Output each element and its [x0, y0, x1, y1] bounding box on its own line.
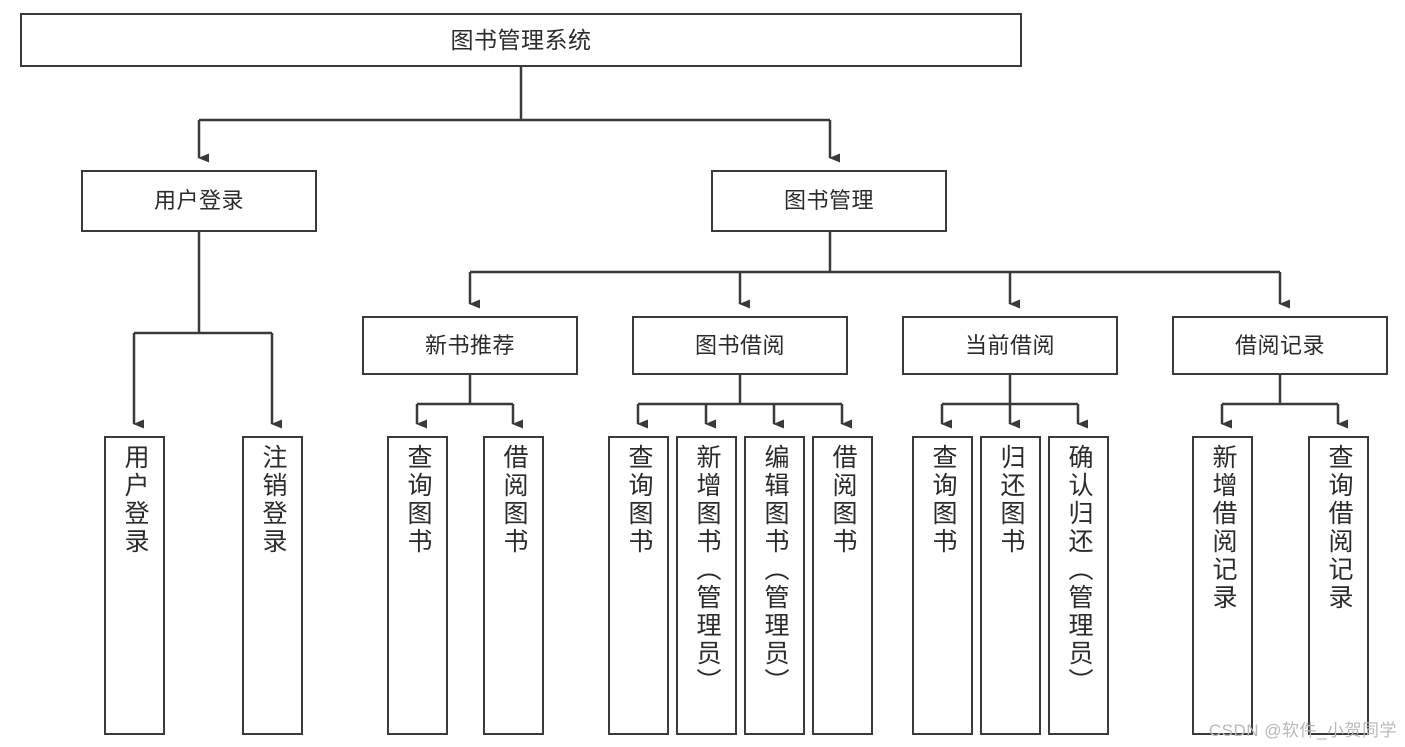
node-current-borrow[interactable]: 当前借阅	[902, 316, 1118, 375]
node-leaf-borrow-edit-label: 编辑图书（管理员）	[761, 444, 789, 696]
node-leaf-borrow-book[interactable]: 借阅图书	[812, 436, 873, 735]
node-leaf-newbook-borrow[interactable]: 借阅图书	[483, 436, 544, 735]
node-leaf-borrow-add[interactable]: 新增图书（管理员）	[676, 436, 737, 735]
node-leaf-record-query[interactable]: 查询借阅记录	[1308, 436, 1369, 735]
node-leaf-user-login-label: 用户登录	[121, 444, 149, 556]
node-leaf-current-confirm-return-label: 确认归还（管理员）	[1065, 444, 1093, 696]
node-current-borrow-label: 当前借阅	[964, 332, 1055, 358]
node-leaf-current-query[interactable]: 查询图书	[912, 436, 973, 735]
csdn-watermark: CSDN @软件_小贺同学	[1208, 721, 1397, 740]
node-book-manage-label: 图书管理	[783, 188, 874, 214]
node-root-system[interactable]: 图书管理系统	[20, 13, 1022, 67]
node-new-book-recommend-label: 新书推荐	[424, 332, 515, 358]
node-leaf-borrow-query[interactable]: 查询图书	[608, 436, 669, 735]
node-leaf-borrow-add-label: 新增图书（管理员）	[693, 444, 721, 696]
node-leaf-newbook-borrow-label: 借阅图书	[500, 444, 528, 556]
node-leaf-user-login[interactable]: 用户登录	[104, 436, 165, 735]
node-leaf-record-add-label: 新增借阅记录	[1209, 444, 1237, 612]
node-root-system-label: 图书管理系统	[450, 26, 592, 53]
node-leaf-current-query-label: 查询图书	[929, 444, 957, 556]
node-leaf-current-confirm-return[interactable]: 确认归还（管理员）	[1048, 436, 1109, 735]
node-borrow-record[interactable]: 借阅记录	[1172, 316, 1388, 375]
node-book-manage[interactable]: 图书管理	[711, 170, 947, 232]
node-borrow-record-label: 借阅记录	[1234, 332, 1325, 358]
node-leaf-current-return[interactable]: 归还图书	[980, 436, 1041, 735]
node-leaf-newbook-query-label: 查询图书	[404, 444, 432, 556]
node-leaf-current-return-label: 归还图书	[997, 444, 1025, 556]
node-leaf-logout-label: 注销登录	[259, 444, 287, 556]
node-leaf-record-add[interactable]: 新增借阅记录	[1192, 436, 1253, 735]
node-book-borrow[interactable]: 图书借阅	[632, 316, 848, 375]
node-leaf-logout[interactable]: 注销登录	[242, 436, 303, 735]
node-new-book-recommend[interactable]: 新书推荐	[362, 316, 578, 375]
node-book-borrow-label: 图书借阅	[694, 332, 785, 358]
node-leaf-newbook-query[interactable]: 查询图书	[387, 436, 448, 735]
node-leaf-borrow-edit[interactable]: 编辑图书（管理员）	[744, 436, 805, 735]
node-leaf-record-query-label: 查询借阅记录	[1325, 444, 1353, 612]
node-user-login-label: 用户登录	[153, 188, 244, 214]
node-user-login[interactable]: 用户登录	[81, 170, 317, 232]
node-leaf-borrow-book-label: 借阅图书	[829, 444, 857, 556]
node-leaf-borrow-query-label: 查询图书	[625, 444, 653, 556]
